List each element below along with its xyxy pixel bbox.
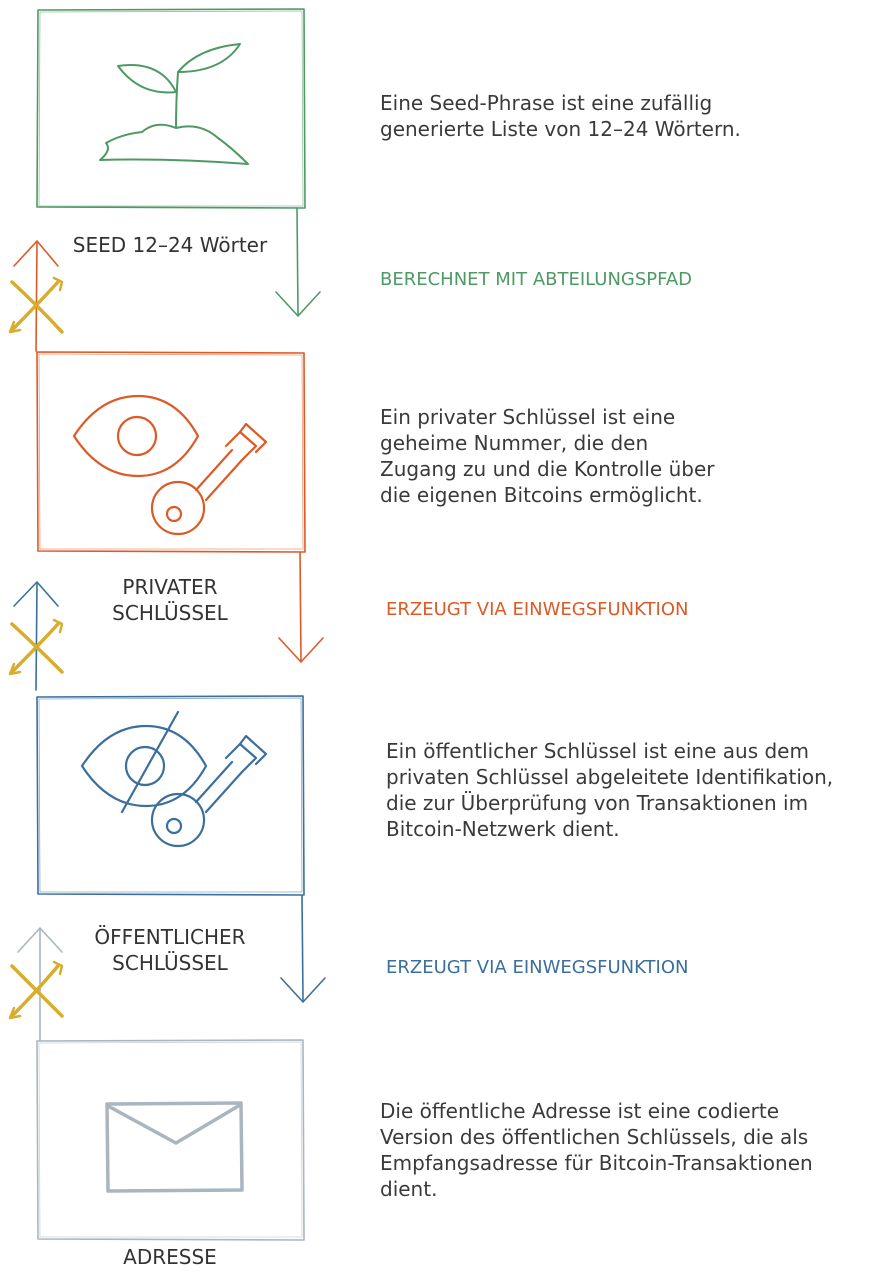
seed-description-line: generierte Liste von 12–24 Wörtern. xyxy=(380,117,741,141)
seed-label: SEED 12–24 Wörter xyxy=(72,233,268,257)
cross-mark-icon xyxy=(8,960,64,1020)
private-key-box xyxy=(36,351,306,553)
public-key-description-line: Ein öffentlicher Schlüssel ist eine aus … xyxy=(386,739,809,763)
public-key-description: Ein öffentlicher Schlüssel ist eine aus … xyxy=(386,738,833,842)
address-label: ADRESSE xyxy=(123,1245,217,1269)
public-key-description-line: Bitcoin-Netzwerk dient. xyxy=(386,817,620,841)
address-description-line: Empfangsadresse für Bitcoin-Transaktione… xyxy=(380,1151,813,1175)
public-key-description-line: privaten Schlüssel abgeleitete Identifik… xyxy=(386,765,834,789)
address-description: Die öffentliche Adresse ist eine codiert… xyxy=(380,1098,813,1202)
public-key-label-line-1: ÖFFENTLICHER xyxy=(94,925,246,949)
crossed-eye-key-icon xyxy=(80,710,268,848)
arrow-down-seed-to-private xyxy=(275,207,321,317)
public-key-description-line: die zur Überprüfung von Transaktionen im xyxy=(386,791,809,815)
private-key-label-line-1: PRIVATER xyxy=(122,575,218,599)
address-box xyxy=(36,1039,305,1241)
private-key-description-line: Zugang zu und die Kontrolle über xyxy=(380,457,715,481)
address-description-line: Version des öffentlichen Schlüssels, die… xyxy=(380,1125,809,1149)
step-label-public-to-address: ERZEUGT VIA EINWEGSFUNKTION xyxy=(386,957,689,978)
private-key-description-line: geheime Nummer, die den xyxy=(380,431,649,455)
eye-key-icon xyxy=(72,394,268,536)
private-key-description: Ein privater Schlüssel ist eine geheime … xyxy=(380,404,714,508)
arrow-down-private-to-public xyxy=(278,551,324,663)
seed-box xyxy=(36,8,306,209)
private-key-description-line: die eigenen Bitcoins ermöglicht. xyxy=(380,483,703,507)
seed-description: Eine Seed-Phrase ist eine zufällig gener… xyxy=(380,90,741,142)
step-label-seed-to-private: BERECHNET MIT ABTEILUNGSPFAD xyxy=(380,269,693,290)
private-key-label-line-2: SCHLÜSSEL xyxy=(112,601,228,625)
public-key-box xyxy=(36,695,305,896)
public-key-label-line-2: SCHLÜSSEL xyxy=(112,951,228,975)
cross-mark-icon xyxy=(8,618,64,676)
arrow-down-public-to-address xyxy=(280,895,326,1003)
seed-description-line: Eine Seed-Phrase ist eine zufällig xyxy=(380,91,713,115)
public-key-label: ÖFFENTLICHER SCHLÜSSEL xyxy=(40,924,300,976)
private-key-label: PRIVATER SCHLÜSSEL xyxy=(60,574,280,626)
sprout-icon xyxy=(99,43,249,165)
address-description-line: Die öffentliche Adresse ist eine codiert… xyxy=(380,1099,780,1123)
address-description-line: dient. xyxy=(380,1177,438,1201)
envelope-icon xyxy=(105,1101,244,1193)
arrow-up-private-to-seed xyxy=(13,240,59,352)
arrow-up-public-to-private xyxy=(13,581,59,691)
step-label-private-to-public: ERZEUGT VIA EINWEGSFUNKTION xyxy=(386,599,689,620)
cross-mark-icon xyxy=(8,276,64,334)
private-key-description-line: Ein privater Schlüssel ist eine xyxy=(380,405,676,429)
